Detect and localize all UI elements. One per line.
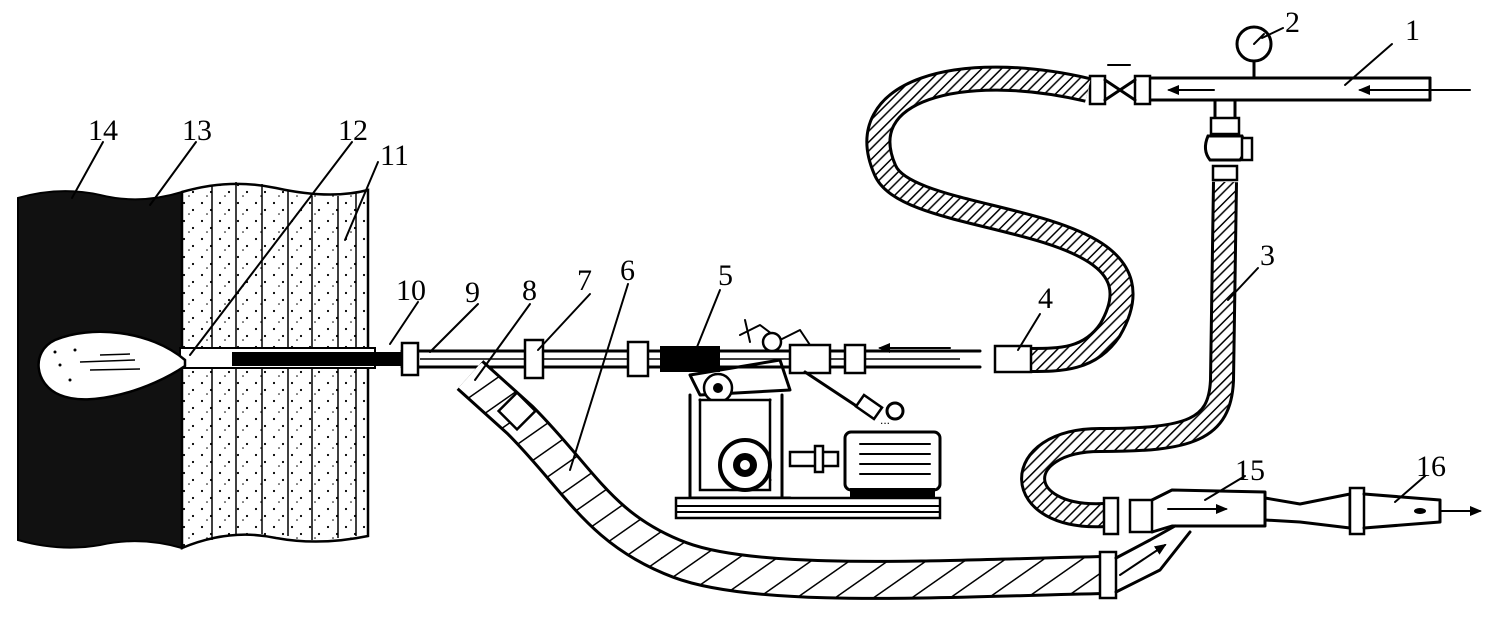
callout-15: 15	[1235, 454, 1265, 487]
callout-3: 3	[1260, 239, 1275, 272]
callout-1: 1	[1405, 14, 1420, 47]
inlet-pipe	[1088, 64, 1471, 120]
valve-icon	[1203, 116, 1254, 182]
callout-13: 13	[182, 114, 212, 147]
callout-7: 7	[577, 264, 592, 297]
leader-lines	[71, 27, 1426, 503]
jet-pump	[1102, 486, 1482, 536]
motor-icon	[788, 430, 942, 498]
callout-6: 6	[620, 254, 635, 287]
callout-10: 10	[396, 274, 426, 307]
cavity-jet-lines	[53, 348, 141, 382]
callout-2: 2	[1285, 6, 1300, 39]
callout-4: 4	[1038, 282, 1053, 315]
drilling-rig: ...	[674, 319, 942, 520]
callout-11: 11	[380, 139, 409, 172]
callout-5: 5	[718, 259, 733, 292]
callout-14: 14	[88, 114, 118, 147]
callout-16: 16	[1416, 450, 1446, 483]
callout-8: 8	[522, 274, 537, 307]
svg-text:...: ...	[880, 413, 890, 427]
callout-9: 9	[465, 276, 480, 309]
callout-labels: 1 2 3 4 5 6 7 8 9 10 11 12 13 14 15 16	[88, 6, 1446, 487]
pressure-gauge-icon	[1235, 25, 1273, 80]
callout-12: 12	[338, 114, 368, 147]
